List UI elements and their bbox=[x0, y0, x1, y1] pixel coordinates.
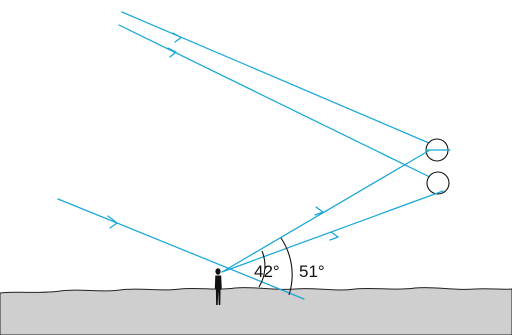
refracted-ray-51 bbox=[221, 190, 444, 273]
ground bbox=[0, 287, 512, 335]
incoming-ray-1 bbox=[121, 11, 437, 147]
arrow-refracted-ray-42 bbox=[314, 206, 324, 216]
incoming-ray-2 bbox=[118, 24, 439, 182]
arrow-sunlight-ray bbox=[107, 215, 118, 229]
arrow-refracted-ray-51 bbox=[329, 231, 339, 241]
observer-person-icon bbox=[214, 268, 222, 305]
angle-arc-51 bbox=[280, 237, 293, 296]
angle-label-51: 51° bbox=[299, 262, 325, 281]
sunlight-ray-to-observer bbox=[57, 198, 305, 300]
refracted-ray-42 bbox=[221, 149, 431, 273]
droplet-lower bbox=[426, 171, 450, 195]
angle-label-42: 42° bbox=[254, 262, 280, 281]
angle-arc-42 bbox=[258, 250, 266, 288]
arrow-incoming-ray-1 bbox=[172, 32, 182, 43]
arrow-incoming-ray-2 bbox=[167, 47, 177, 58]
